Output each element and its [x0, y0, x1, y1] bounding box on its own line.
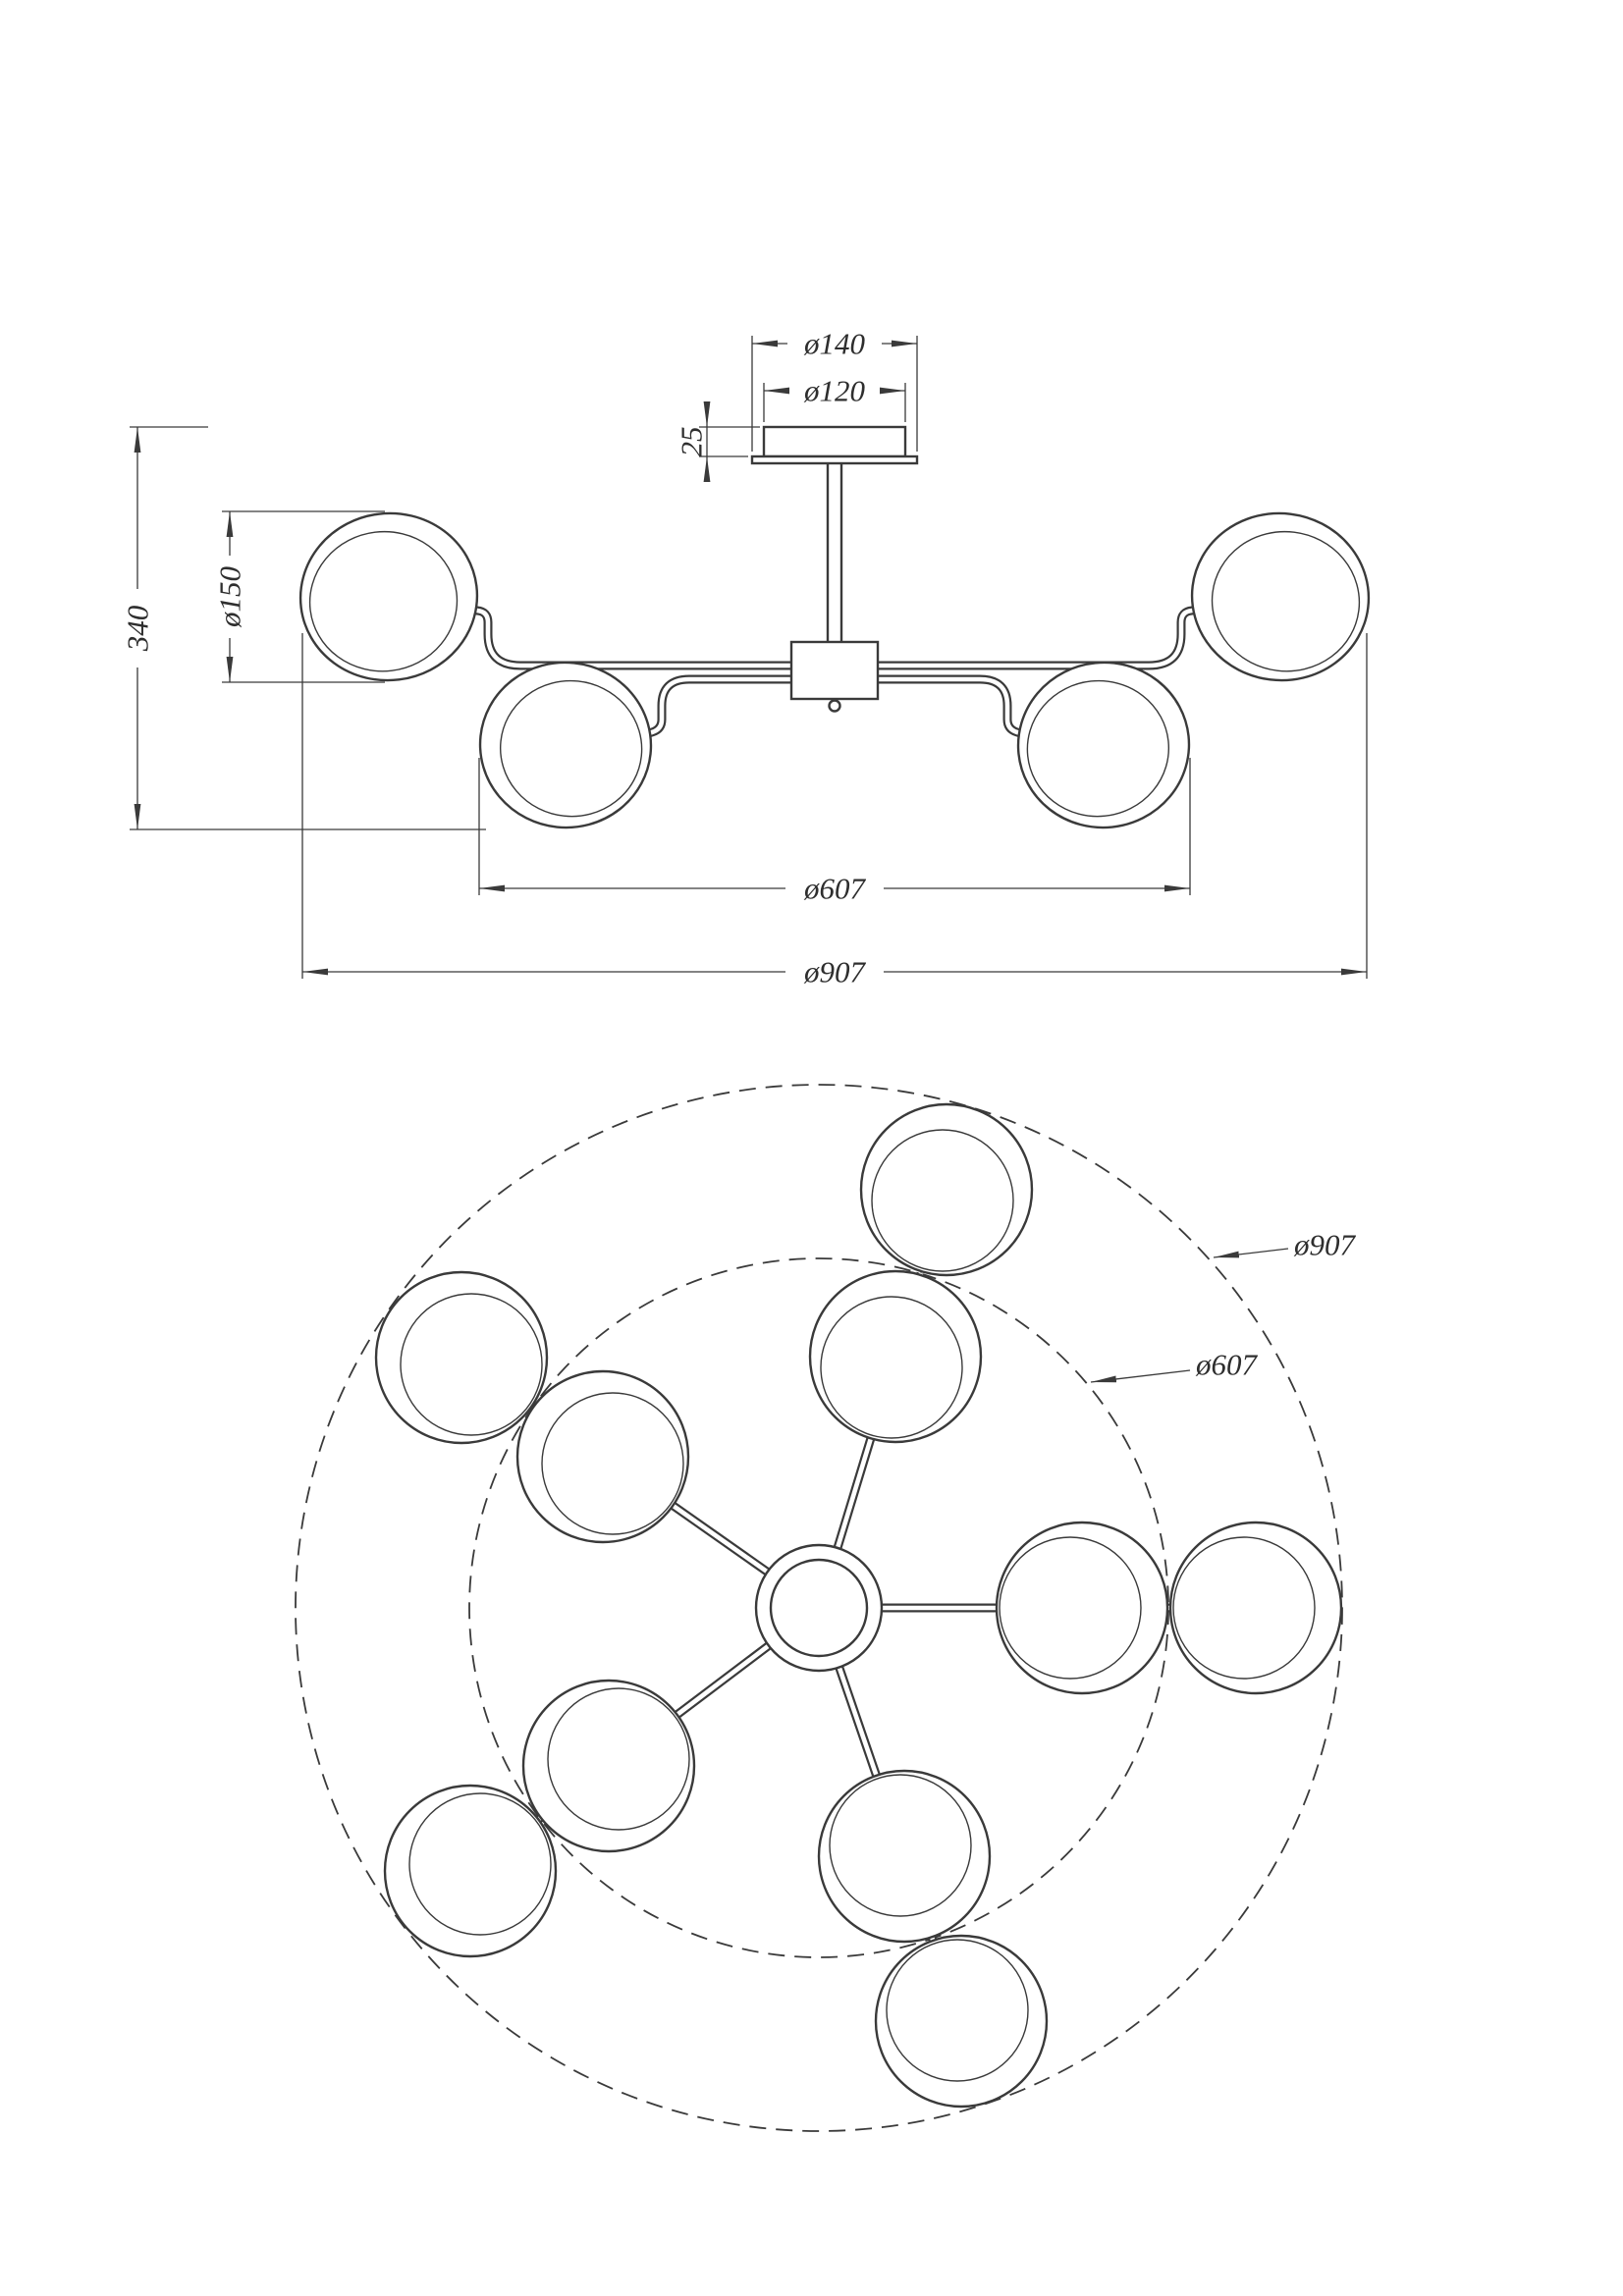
dim-shade-diameter: ø150 [213, 510, 385, 683]
dim-label-canopy-body: ø120 [803, 374, 866, 408]
side-view: ø140 ø120 25 ø150 [121, 327, 1371, 989]
dim-label-inner-span: ø607 [803, 872, 867, 906]
plan-globe-inner-right [995, 1521, 1169, 1695]
hub-knob [828, 699, 841, 713]
plan-view: ø907 ø607 [295, 1084, 1357, 2132]
dim-inner-span: ø607 [478, 758, 1191, 906]
dim-canopy-body: ø120 [763, 374, 906, 422]
canopy-cup [762, 425, 907, 458]
dim-overall-height: 340 [121, 426, 486, 830]
globe-left-outer [298, 511, 479, 682]
plan-hub-inner-ring [769, 1558, 869, 1658]
plan-globes-inner [515, 1269, 1169, 1944]
dim-label-canopy-height: 25 [675, 427, 709, 457]
plan-globe-outer-lower-left [383, 1784, 558, 1958]
plan-globes-outer [374, 1102, 1343, 2109]
plan-globe-inner-upper-left [515, 1369, 690, 1544]
globe-right-inner [1016, 661, 1191, 829]
dim-label-plan-outer: ø907 [1293, 1228, 1357, 1262]
side-arms [462, 605, 1207, 741]
dim-canopy-outer: ø140 [751, 327, 918, 452]
dim-label-overall-span: ø907 [803, 955, 867, 989]
plan-hub [754, 1543, 884, 1673]
leader-inner-circle: ø607 [1090, 1348, 1259, 1383]
leader-outer-circle: ø907 [1213, 1228, 1357, 1262]
side-body [750, 425, 919, 713]
dim-label-shade-diameter: ø150 [213, 566, 247, 629]
dim-label-plan-inner: ø607 [1195, 1348, 1259, 1382]
stem [826, 460, 843, 647]
plan-globe-outer-right [1168, 1521, 1343, 1695]
dim-label-canopy-outer: ø140 [803, 327, 866, 361]
dim-label-overall-height: 340 [121, 605, 155, 652]
plan-globe-inner-lower-left [521, 1679, 696, 1853]
dim-canopy-height: 25 [675, 401, 760, 482]
dim-overall-span: ø907 [301, 633, 1368, 989]
canopy-plate [750, 454, 919, 465]
side-globes [298, 511, 1371, 829]
globe-left-inner [478, 661, 653, 829]
plan-globe-outer-upper-left [374, 1270, 549, 1445]
globe-right-outer [1190, 511, 1371, 682]
center-hub [789, 640, 880, 701]
